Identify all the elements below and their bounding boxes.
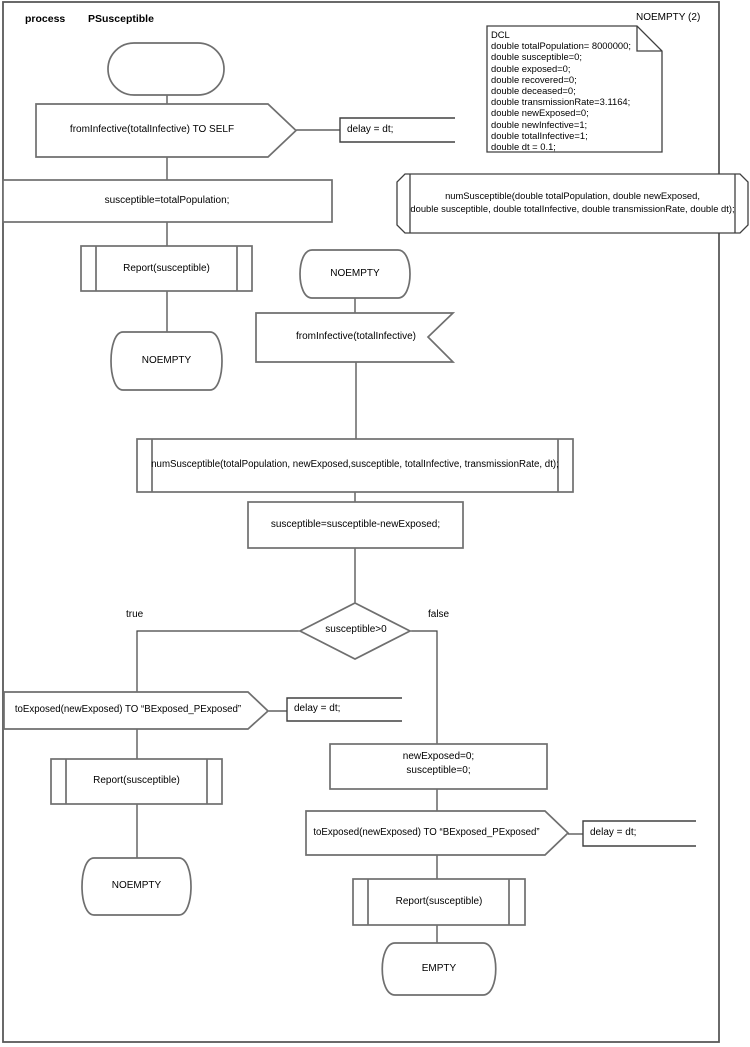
task-update-label: susceptible=susceptible-newExposed; [270,519,441,530]
output-toexposed-right-node [305,810,570,856]
proc-call-node [136,438,574,493]
process-kind-label: process [25,13,66,25]
start-node [107,42,225,96]
dcl-line: double recovered=0; [491,73,577,85]
proc-call-inner-bars [151,439,559,492]
report2-inner-bars [65,759,208,804]
report3-inner-bars [367,879,510,925]
delay2-label: delay = dt; [294,703,341,714]
state-noempty2-label: NOEMPTY [330,268,380,279]
process-frame [2,1,720,1043]
procedure-declaration-line1: numSusceptible(double totalPopulation, d… [445,190,700,201]
state-noempty3-label: NOEMPTY [111,880,162,891]
report3-node [352,878,526,926]
task-init-label: susceptible=totalPopulation; [104,195,230,206]
dcl-folded-corner [636,26,662,52]
comment-delay1-bracket [339,117,455,143]
decision-node [298,602,412,660]
dcl-line: double totalPopulation= 8000000; [491,40,631,52]
task-reset-label-line1: newExposed=0; [402,751,475,762]
branch-true-label: true [126,609,144,620]
input-frominfective-label: fromInfective(totalInfective) [295,331,417,342]
process-name-label: PSusceptible [88,13,154,25]
dcl-line: double newExposed=0; [491,107,589,119]
state-noempty1-node [110,331,223,391]
task-init-node [2,179,333,223]
report2-node [50,758,223,805]
dcl-line: double newInfective=1; [491,118,588,130]
procedure-declaration-node [396,173,749,234]
comment-delay3-bracket [582,820,696,847]
connector-false-branch [410,630,438,744]
task-update-node [247,501,464,549]
procedure-declaration-inner-bars [409,174,736,233]
delay1-label: delay = dt; [347,124,394,135]
state-noempty3-node [81,857,192,916]
report1-label: Report(susceptible) [123,263,210,274]
dcl-line: double totalInfective=1; [491,129,588,141]
delay3-label: delay = dt; [590,827,637,838]
report1-inner-bars [95,246,238,291]
output-self-label: fromInfective(totalInfective) TO SELF [69,124,235,135]
output-self-node [35,103,298,158]
state-empty-label: EMPTY [421,963,457,974]
task-reset-node [329,743,548,790]
connector-lines [136,95,583,943]
output-toexposed-left-label: toExposed(newExposed) TO “BExposed_PExpo… [14,704,242,715]
state-empty-node [381,942,497,996]
task-reset-label-line2: susceptible=0; [406,765,471,776]
report3-label: Report(susceptible) [395,896,483,907]
branch-false-label: false [428,609,450,620]
report2-label: Report(susceptible) [93,775,180,786]
state-noempty2-node [299,249,411,299]
connector-true-branch [136,630,300,692]
dcl-text-symbol [486,25,663,153]
dcl-declarations: DCL double totalPopulation= 8000000; dou… [491,29,631,152]
output-toexposed-right-label: toExposed(newExposed) TO “BExposed_PExpo… [313,827,540,838]
dcl-line: double susceptible=0; [491,51,582,63]
dcl-line: DCL [491,29,510,40]
output-toexposed-left-node [3,691,270,730]
procedure-declaration-line2: double susceptible, double totalInfectiv… [410,203,735,214]
proc-call-label: numSusceptible(totalPopulation, newExpos… [151,459,559,470]
dcl-line: double deceased=0; [491,85,576,97]
comment-delay2-bracket [286,697,402,722]
dcl-line: double exposed=0; [491,62,571,74]
dcl-line: double dt = 0.1; [491,141,556,153]
report1-node [80,245,253,292]
dcl-line: double transmissionRate=3.1164; [491,96,631,108]
input-frominfective-node [255,312,456,363]
corner-state-count-label: NOEMPTY (2) [636,12,701,23]
decision-label: susceptible>0 [325,624,387,635]
state-noempty1-label: NOEMPTY [141,355,192,366]
